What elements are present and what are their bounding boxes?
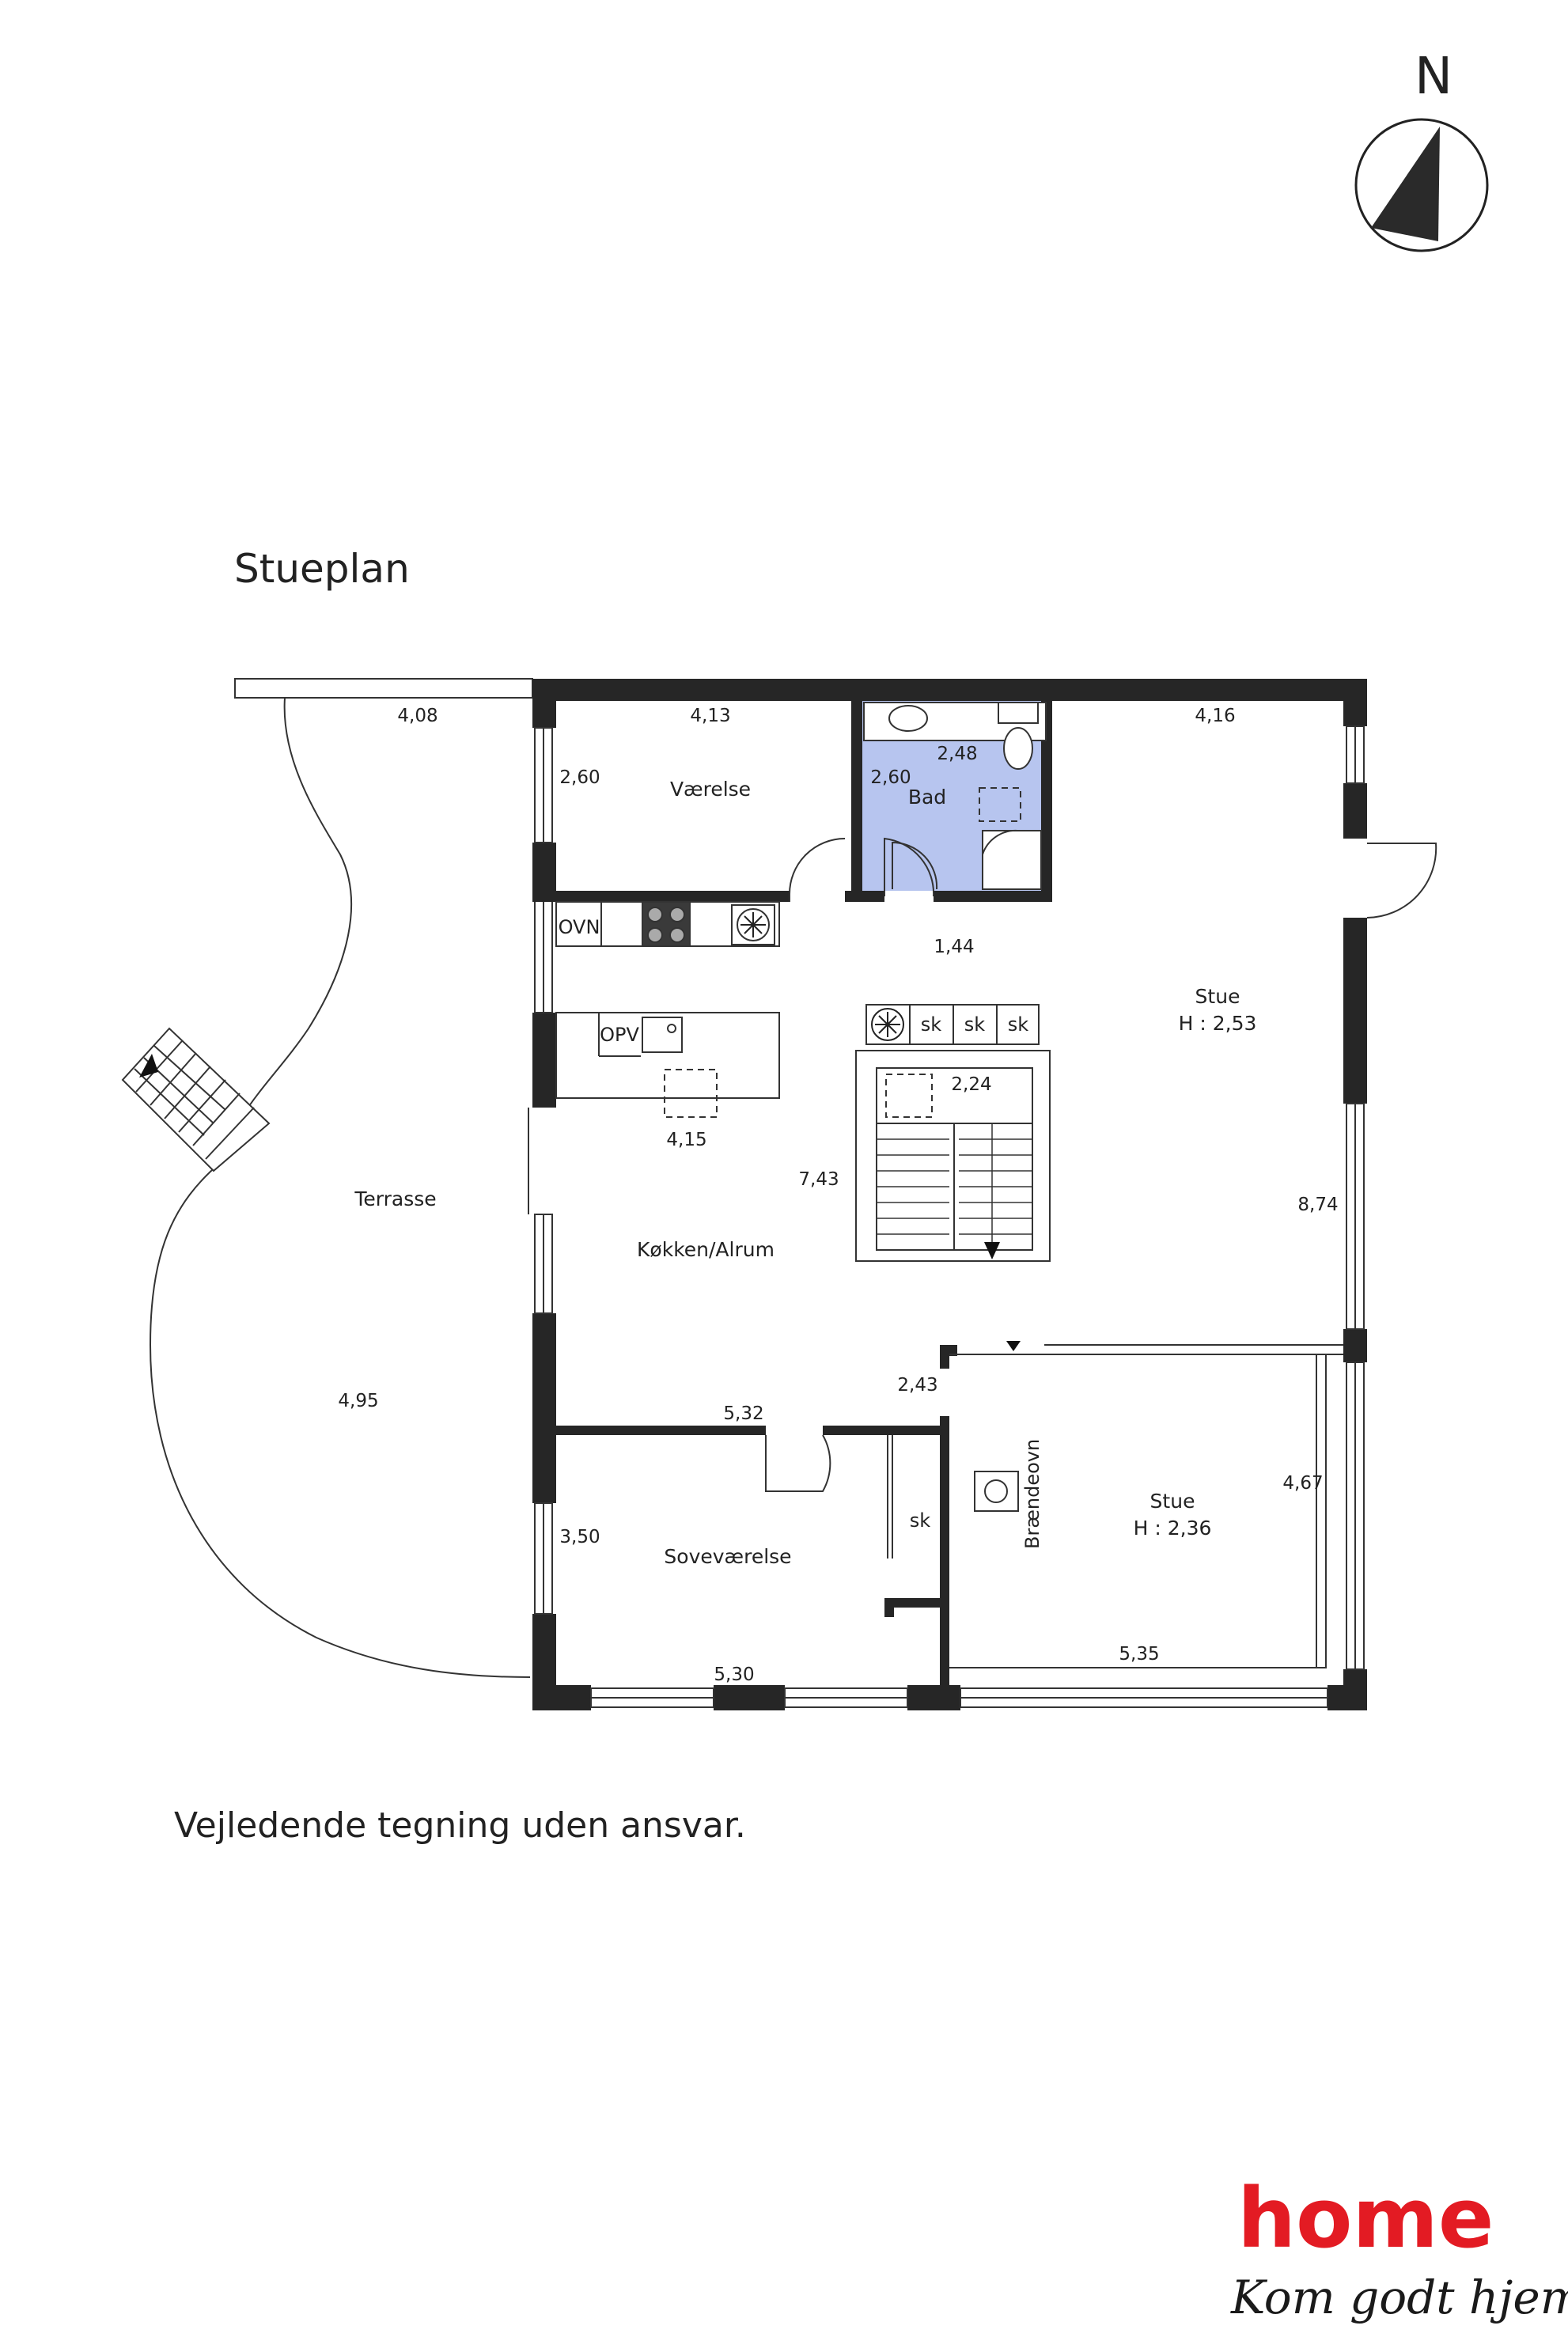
stairs-down-arrow-icon	[984, 1242, 1000, 1259]
dim-sove-width-top: 5,32	[723, 1403, 763, 1424]
stair-treads	[877, 1123, 1032, 1246]
dim-stue2-depth: 4,67	[1282, 1473, 1323, 1494]
dim-sove-depth: 3,50	[559, 1527, 600, 1547]
dim-stue2-width: 5,35	[1119, 1644, 1159, 1665]
disclaimer: Vejledende tegning uden ansvar.	[174, 1805, 746, 1846]
room-stue-2-height: H : 2,36	[1134, 1517, 1212, 1540]
logo-word: home	[1237, 2170, 1494, 2267]
room-labels: Værelse Bad Stue H : 2,53 Køkken/Alrum T…	[354, 778, 1256, 1568]
dim-stue1-width: 4,16	[1195, 706, 1235, 726]
closet-label-3: sk	[1008, 1013, 1029, 1036]
closet-label-1: sk	[921, 1013, 942, 1036]
room-stue-1: Stue	[1195, 985, 1240, 1008]
dimension-labels: 4,08 4,13 2,60 2,48 2,60 4,16 1,44 2,24 …	[338, 706, 1338, 1685]
room-terrasse: Terrasse	[354, 1187, 436, 1210]
north-label: N	[1415, 47, 1452, 106]
stue2-inner-frame	[949, 1344, 1343, 1668]
dim-sove-width-bottom: 5,30	[714, 1665, 754, 1685]
interior-walls	[532, 701, 1052, 1685]
dim-passage: 2,43	[897, 1375, 937, 1396]
closet-label-bedroom: sk	[910, 1509, 931, 1532]
dim-terrace-top: 4,08	[397, 706, 437, 726]
dim-stair: 2,24	[951, 1074, 991, 1095]
dim-kokken-depth: 7,43	[798, 1169, 839, 1190]
terrace	[121, 678, 533, 1678]
stove-label: Brændeovn	[1021, 1439, 1043, 1549]
dim-bad-width: 2,48	[937, 744, 977, 764]
room-sovevaerelse: Soveværelse	[664, 1545, 791, 1568]
room-vaerelse: Værelse	[670, 778, 751, 801]
home-logo: home Kom godt hjem	[1230, 2170, 1568, 2324]
fan-icon	[740, 912, 766, 937]
dim-island: 4,15	[666, 1130, 706, 1150]
bathroom-fixtures	[863, 702, 1047, 890]
doors	[765, 837, 1437, 1559]
oven-label: OVN	[559, 916, 600, 938]
page-title: Stueplan	[234, 546, 410, 592]
room-stue-2: Stue	[1150, 1490, 1195, 1513]
opv-label: OPV	[600, 1024, 639, 1046]
logo-tagline: Kom godt hjem	[1230, 2271, 1568, 2324]
dim-vaerelse-width: 4,13	[690, 706, 730, 726]
stairs-direction-arrow-icon	[139, 1054, 158, 1078]
closet-label-2: sk	[964, 1013, 986, 1036]
room-kokken: Køkken/Alrum	[637, 1238, 775, 1261]
staircase	[855, 1004, 1051, 1262]
exterior-walls	[532, 679, 1367, 1710]
dim-stue1-depth: 8,74	[1297, 1195, 1338, 1215]
dim-terrace-side: 4,95	[338, 1391, 378, 1411]
room-bad: Bad	[908, 786, 946, 809]
dim-vaerelse-depth: 2,60	[559, 767, 600, 788]
stair-fan-icon	[871, 1008, 904, 1041]
stove-icon	[974, 1341, 1021, 1512]
dim-bad-depth: 2,60	[870, 767, 911, 788]
terrace-steps	[121, 1027, 271, 1172]
north-arrow-icon: N	[1354, 47, 1489, 252]
dim-hall: 1,44	[934, 937, 974, 957]
room-stue-1-height: H : 2,53	[1179, 1012, 1257, 1035]
windows	[528, 725, 1365, 1708]
kitchen-island	[555, 1012, 780, 1118]
